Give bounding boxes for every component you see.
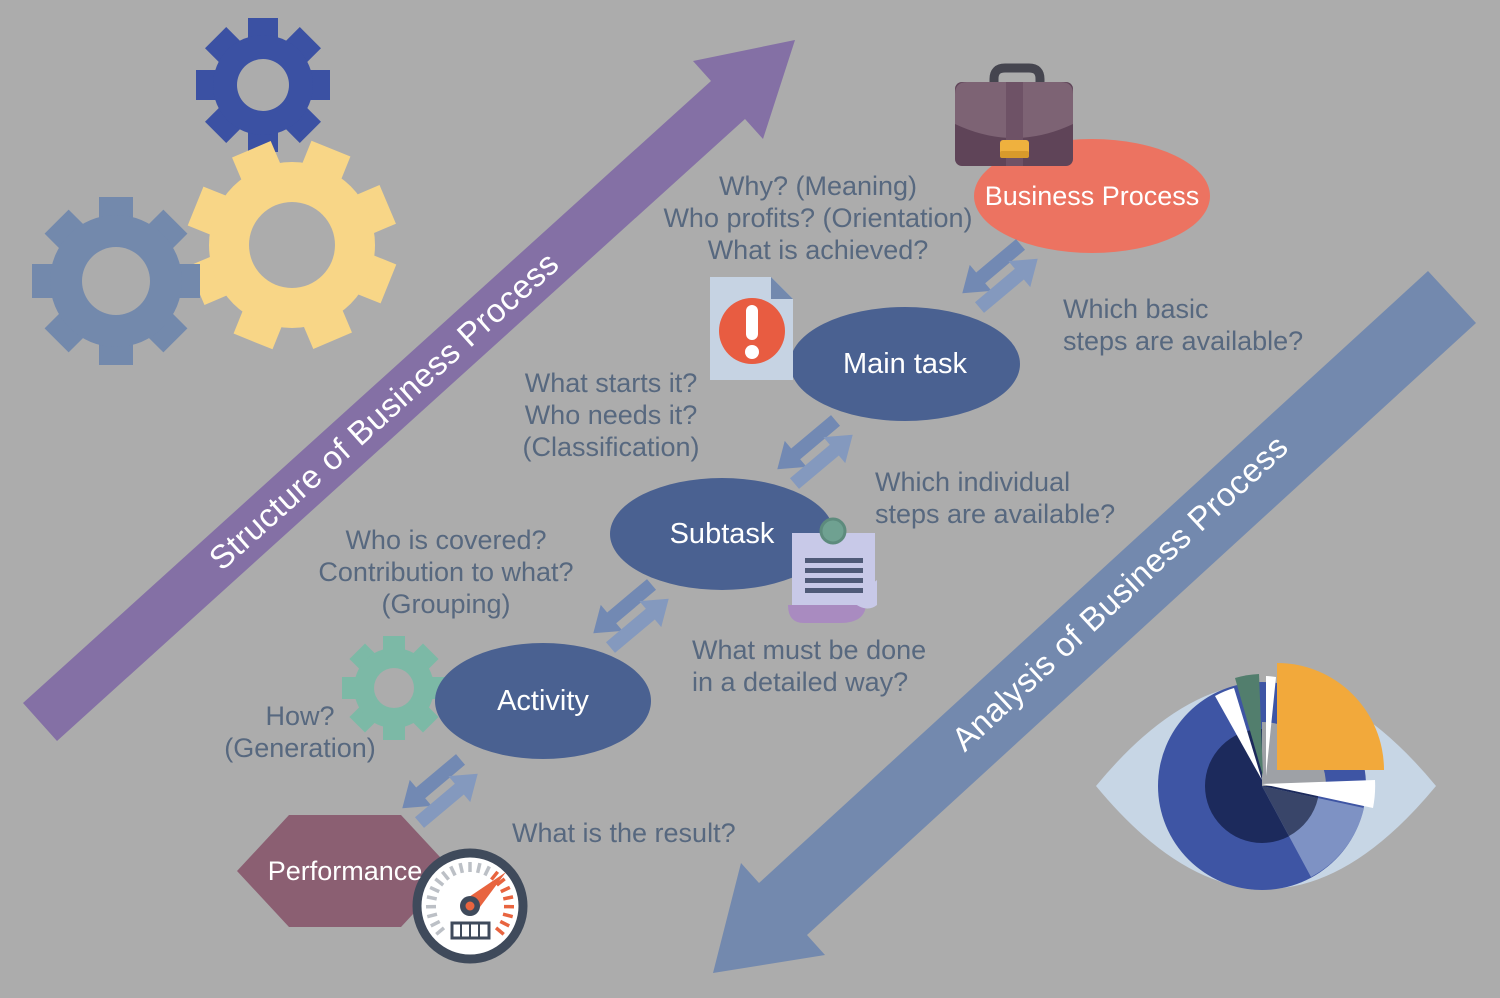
annotation-subtask-questions: Who is covered? Contribution to what? (G… — [318, 525, 574, 619]
node-subtask — [610, 478, 834, 590]
performance-label: Performance — [267, 856, 423, 886]
blue-gear-icon — [196, 18, 330, 152]
main-task-label: Main task — [842, 348, 968, 380]
annotation-basic-steps: Which basic steps are available? — [1063, 294, 1304, 356]
note-icon — [788, 517, 877, 623]
briefcase-icon — [955, 63, 1073, 166]
yellow-gear-icon — [187, 140, 397, 350]
gray-gear-icon — [32, 197, 200, 365]
annotation-detailed-way: What must be done in a detailed way? — [692, 635, 927, 697]
teal-gear-icon — [342, 636, 446, 740]
annotation-activity-questions: How? (Generation) — [224, 701, 376, 763]
warning-document-icon — [710, 277, 793, 380]
business-process-label: Business Process — [984, 181, 1200, 211]
subtask-label: Subtask — [669, 518, 775, 550]
node-activity — [435, 643, 651, 759]
annotation-main-task-questions: What starts it? Who needs it? (Classific… — [522, 368, 700, 462]
eye-pie-chart-icon — [1096, 663, 1436, 890]
analysis-arrow — [713, 271, 1476, 973]
node-business-process — [974, 139, 1210, 253]
node-main-task — [790, 307, 1020, 421]
activity-label: Activity — [497, 685, 589, 717]
node-performance — [237, 815, 453, 927]
annotation-result: What is the result? — [512, 818, 736, 848]
annotation-business-process-questions: Why? (Meaning) Who profits? (Orientation… — [663, 171, 973, 265]
speedometer-icon — [412, 848, 528, 964]
structure-arrow — [23, 40, 795, 741]
annotation-individual-steps: Which individual steps are available? — [875, 467, 1116, 529]
gears-icon — [32, 18, 397, 365]
